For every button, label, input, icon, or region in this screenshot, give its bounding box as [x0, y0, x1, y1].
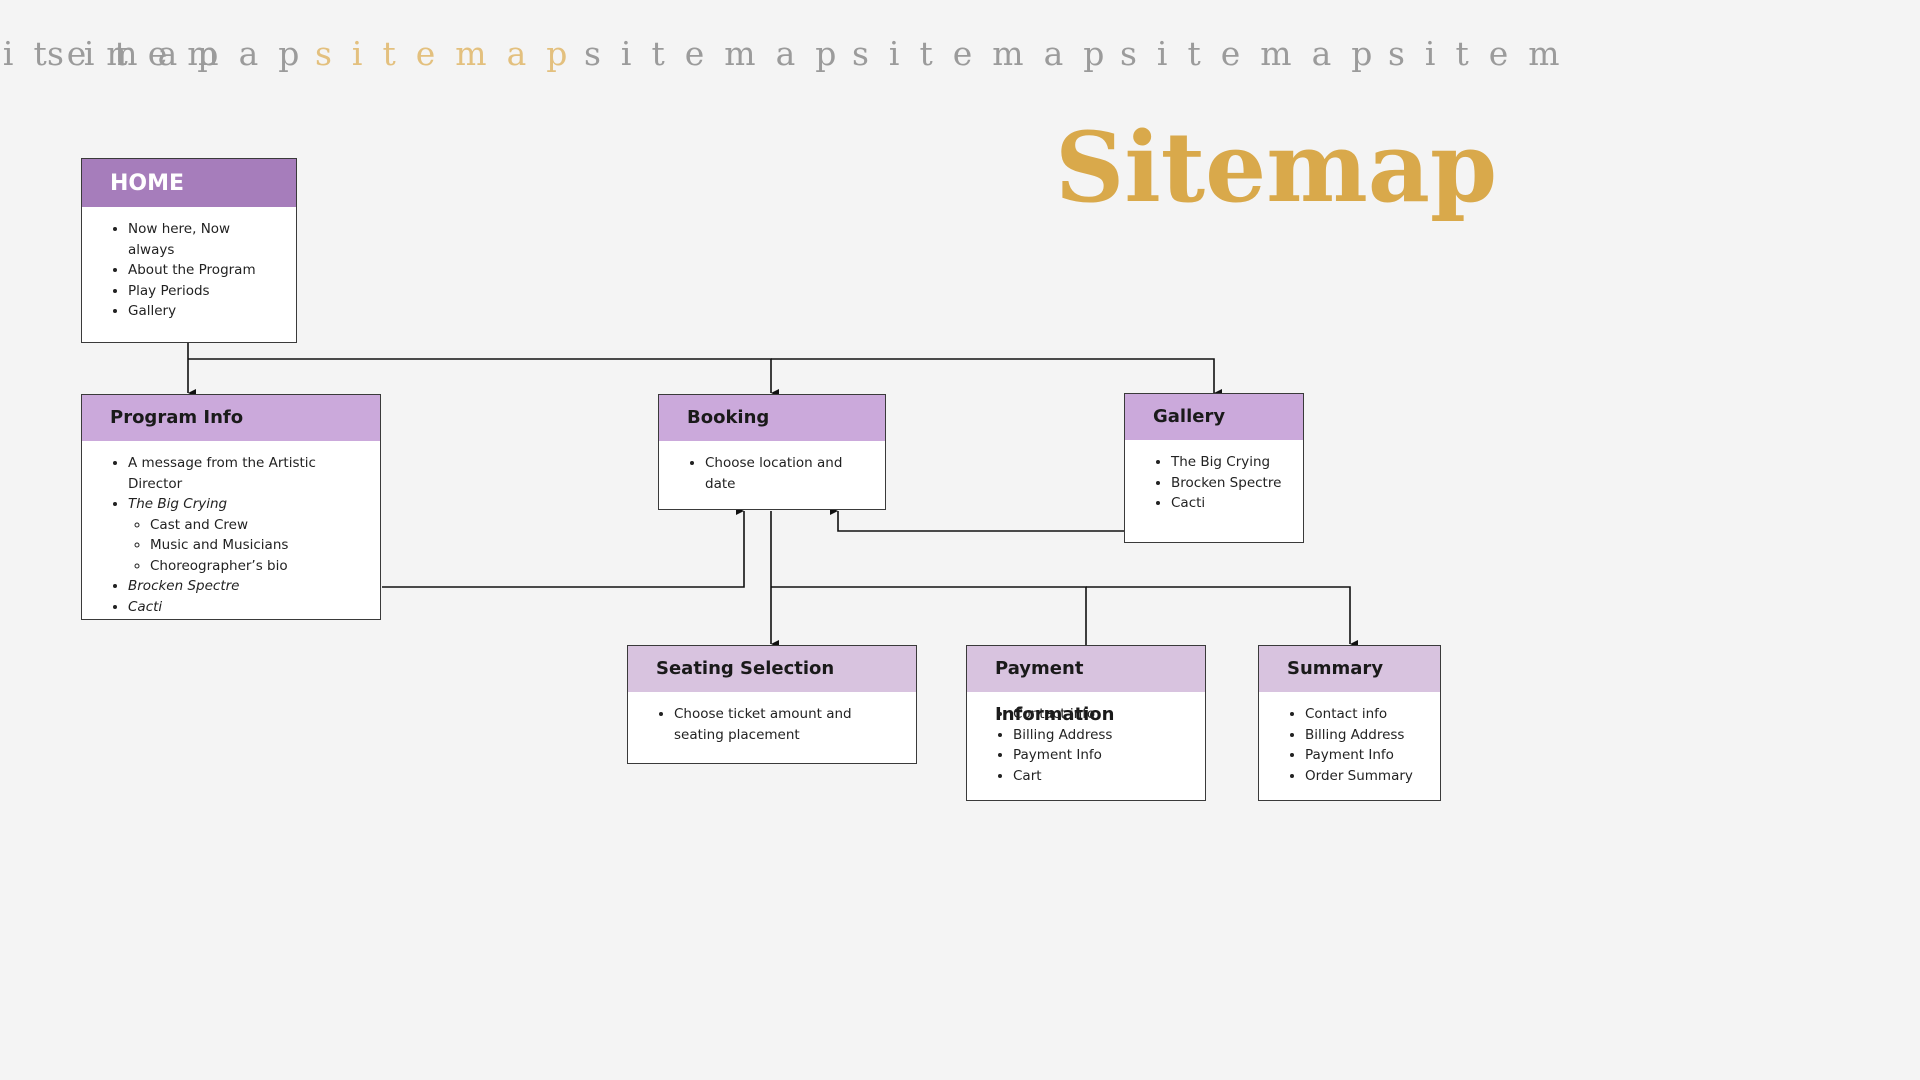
- list-item: Choose ticket amount and seating placeme…: [674, 704, 896, 745]
- list-item: Payment Info: [1305, 745, 1420, 766]
- list-item: Brocken Spectre: [128, 576, 360, 597]
- node-seating-selection: Seating Selection Choose ticket amount a…: [627, 645, 917, 764]
- node-program-info-list: A message from the Artistic Director The…: [82, 441, 380, 617]
- node-payment-list: Contact info Billing Address Payment Inf…: [967, 692, 1205, 786]
- list-item: Now here, Now always: [128, 219, 276, 260]
- banner-word-highlight: sitemap: [315, 34, 588, 73]
- list-item-label: The Big Crying: [128, 496, 228, 512]
- connector-home-booking: [188, 358, 779, 397]
- node-booking-list: Choose location and date: [659, 441, 885, 494]
- node-home-list: Now here, Now always About the Program P…: [82, 207, 296, 322]
- node-summary: Summary Contact info Billing Address Pay…: [1258, 645, 1441, 801]
- list-item: A message from the Artistic Director: [128, 453, 360, 494]
- node-gallery: Gallery The Big Crying Brocken Spectre C…: [1124, 393, 1304, 543]
- list-item: Contact info: [1305, 704, 1420, 725]
- node-gallery-list: The Big Crying Brocken Spectre Cacti: [1125, 440, 1303, 514]
- node-seating-list: Choose ticket amount and seating placeme…: [628, 692, 916, 745]
- banner-word: sitemap: [47, 34, 320, 73]
- list-item: Billing Address: [1305, 725, 1420, 746]
- node-gallery-title: Gallery: [1125, 394, 1303, 440]
- list-item: The Big Crying: [1171, 452, 1283, 473]
- connector-home-gallery: [771, 358, 1222, 397]
- list-item: Cacti: [128, 597, 360, 618]
- sub-list: Cast and Crew Music and Musicians Choreo…: [128, 515, 360, 577]
- list-item: Gallery: [128, 301, 276, 322]
- list-item: Cart: [1013, 766, 1185, 787]
- list-item: About the Program: [128, 260, 276, 281]
- connector-booking-payment: [771, 586, 1094, 653]
- list-item: Play Periods: [128, 281, 276, 302]
- connector-program-booking: [382, 507, 745, 588]
- sub-list-item: Music and Musicians: [150, 535, 360, 556]
- node-payment-title: Payment Information: [967, 646, 1205, 725]
- banner-word: sitemap: [1388, 34, 1568, 73]
- list-item: The Big Crying Cast and Crew Music and M…: [128, 494, 360, 576]
- node-seating-title: Seating Selection: [628, 646, 916, 692]
- sub-list-item: Choreographer’s bio: [150, 556, 360, 577]
- node-program-info-title: Program Info: [82, 395, 380, 441]
- node-program-info: Program Info A message from the Artistic…: [81, 394, 381, 620]
- node-home-title: HOME: [82, 159, 296, 207]
- node-payment-information: Payment Information Contact info Billing…: [966, 645, 1206, 801]
- list-item: Choose location and date: [705, 453, 865, 494]
- node-booking-title: Booking: [659, 395, 885, 441]
- banner-word: sitemap: [584, 34, 857, 73]
- list-item: Payment Info: [1013, 745, 1185, 766]
- list-item: Billing Address: [1013, 725, 1185, 746]
- banner-watermark: sitemap sitemap sitemap sitemap sitemap …: [0, 34, 1568, 84]
- list-item: Cacti: [1171, 493, 1283, 514]
- list-item: Order Summary: [1305, 766, 1420, 787]
- list-item: Brocken Spectre: [1171, 473, 1283, 494]
- list-item: Contact info: [1013, 704, 1185, 725]
- connector-gallery-booking: [830, 507, 1124, 532]
- banner-word: sitemap: [852, 34, 1125, 73]
- node-home: HOME Now here, Now always About the Prog…: [81, 158, 297, 343]
- banner-word: sitemap: [0, 34, 239, 73]
- node-summary-title: Summary: [1259, 646, 1440, 692]
- page-title: Sitemap: [1055, 111, 1498, 224]
- banner-word: sitemap: [1120, 34, 1393, 73]
- sub-list-item: Cast and Crew: [150, 515, 360, 536]
- node-summary-list: Contact info Billing Address Payment Inf…: [1259, 692, 1440, 786]
- node-booking: Booking Choose location and date: [658, 394, 886, 510]
- connector-booking-summary: [1086, 586, 1358, 648]
- connector-lines: [187, 343, 1358, 653]
